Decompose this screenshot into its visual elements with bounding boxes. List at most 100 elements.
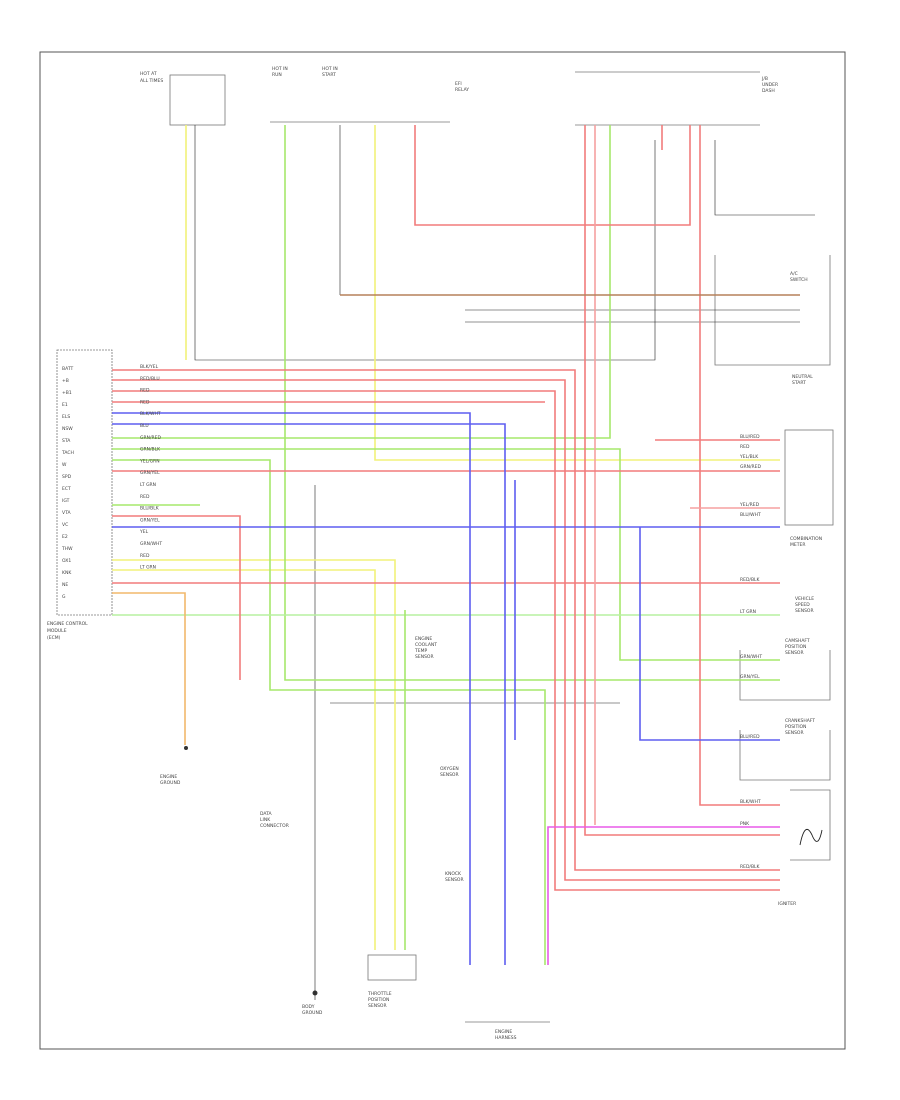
ecm-pin-label: KNK bbox=[62, 570, 72, 576]
fuse-tm-label-2: RUN bbox=[272, 72, 282, 78]
ecm-pin-label: VC bbox=[62, 522, 68, 528]
nss-label-2: START bbox=[792, 380, 806, 386]
crank-label-3: SENSOR bbox=[785, 730, 804, 736]
dlc-label-3: CONNECTOR bbox=[260, 823, 289, 829]
right-wire-label: RED/BLK bbox=[740, 577, 761, 583]
dlc-label-1: DATA bbox=[260, 811, 273, 817]
right-wire-label: PNK bbox=[740, 821, 750, 827]
wire-red-7 bbox=[414, 125, 691, 226]
right-wire-label: BLU/RED bbox=[740, 734, 760, 740]
ecm-wire-label: YEL/GRN bbox=[139, 458, 160, 464]
ecm-wire-label: LT GRN bbox=[140, 565, 156, 571]
data-link-connector: DATA LINK CONNECTOR bbox=[260, 811, 289, 829]
igniter: IGNITER bbox=[778, 789, 831, 907]
dlc-label-2: LINK bbox=[260, 817, 271, 823]
ecm-pin-label: W bbox=[62, 462, 67, 468]
vss-label-2: SPEED bbox=[795, 602, 810, 608]
ecm-wire-label: BLK/WHT bbox=[140, 411, 161, 417]
wire-red-6 bbox=[112, 515, 241, 680]
ecm-wire-labels: BLK/YELRED/BLUREDREDBLK/WHTBLUGRN/REDGRN… bbox=[139, 364, 162, 571]
ecm-pin-label: ECT bbox=[62, 486, 71, 492]
tps-label-2: POSITION bbox=[368, 997, 389, 1003]
diagram-frame bbox=[39, 51, 846, 1050]
ecm-wire-label: RED bbox=[140, 399, 150, 405]
camshaft-sensor: CAMSHAFT POSITION SENSOR bbox=[739, 638, 831, 701]
wire-group bbox=[112, 125, 815, 1000]
engine-label-2: HARNESS bbox=[495, 1035, 517, 1041]
oxygen-sensor: OXYGEN SENSOR bbox=[440, 766, 459, 778]
wire-blue-4 bbox=[639, 527, 780, 741]
ecm-wire-label: BLU/BLK bbox=[140, 506, 160, 512]
wire-red-2 bbox=[112, 379, 780, 881]
right-wire-label: GRN/RED bbox=[740, 464, 761, 470]
ecm-wire-label: GRN/BLK bbox=[140, 447, 161, 453]
neutral-start-switch: NEUTRAL START bbox=[792, 374, 813, 386]
right-wire-label: YEL/RED bbox=[739, 502, 760, 508]
right-wire-label: GRN/YEL bbox=[740, 674, 760, 680]
ect-label-1: ENGINE bbox=[415, 636, 432, 642]
meter-label-1: COMBINATION bbox=[790, 536, 822, 542]
wire-blue-1 bbox=[112, 412, 471, 965]
fuse-top-left: HOT AT ALL TIMES bbox=[140, 71, 226, 126]
tps-label-1: THROTTLE bbox=[367, 991, 392, 997]
wire-green-2 bbox=[112, 125, 611, 439]
vss-label-1: VEHICLE bbox=[795, 596, 814, 602]
engine-label-1: ENGINE bbox=[495, 1029, 512, 1035]
ecm-pin-label: OX1 bbox=[62, 558, 71, 564]
ecm-wire-label: GRN/WHT bbox=[140, 541, 162, 547]
ecm-wire-label: GRN/YEL bbox=[140, 470, 160, 476]
crank-label-1: CRANKSHAFT bbox=[785, 718, 815, 724]
ac-switch-label-2: SWITCH bbox=[790, 277, 808, 283]
wire-red-1 bbox=[112, 369, 780, 871]
ecm-wire-label: RED bbox=[140, 494, 150, 500]
ecm-label-2: MODULE bbox=[47, 628, 67, 634]
wire-yellow-3 bbox=[112, 569, 376, 950]
igniter-label: IGNITER bbox=[778, 901, 796, 907]
combination-meter: COMBINATION METER bbox=[784, 429, 834, 548]
jb-label-2: UNDER bbox=[762, 82, 778, 88]
ect-label-3: TEMP bbox=[414, 648, 427, 654]
wire-magenta-1 bbox=[547, 826, 780, 965]
wire-green-3 bbox=[112, 448, 780, 661]
wire-black-top bbox=[194, 125, 656, 361]
ecm-label-1: ENGINE CONTROL bbox=[47, 621, 88, 627]
o2-label-1: OXYGEN bbox=[440, 766, 459, 772]
ecm-pin-label: G bbox=[62, 594, 66, 600]
ecm-pin-label: +B1 bbox=[62, 390, 72, 396]
tps-label-3: SENSOR bbox=[368, 1003, 387, 1009]
crankshaft-sensor: CRANKSHAFT POSITION SENSOR bbox=[739, 718, 831, 781]
wire-blue-2 bbox=[112, 423, 506, 965]
nss-label-1: NEUTRAL bbox=[792, 374, 813, 380]
ecm-pin-label: SPD bbox=[62, 474, 72, 480]
ac-switch-label-1: A/C bbox=[790, 271, 798, 277]
fuse-tm-label-3: HOT IN bbox=[322, 66, 338, 72]
right-wire-label: LT GRN bbox=[740, 609, 756, 615]
junction-block-top-right: J/B UNDER DASH bbox=[575, 71, 778, 126]
ecm-pin-label: THW bbox=[61, 546, 73, 552]
ground-left-label-2: GROUND bbox=[160, 780, 181, 786]
knock-sensor: KNOCK SENSOR bbox=[445, 871, 464, 883]
ground-mid-label-2: GROUND bbox=[302, 1010, 323, 1016]
right-wire-label: BLK/WHT bbox=[740, 799, 761, 805]
right-wire-label: BLU/WHT bbox=[740, 512, 761, 518]
wire-red-8 bbox=[584, 125, 780, 836]
wire-green-1 bbox=[284, 125, 780, 681]
right-wire-label: RED/BLK bbox=[740, 864, 761, 870]
ecm-pin-label: STA bbox=[62, 438, 71, 444]
ecm-pin-label: VTA bbox=[62, 510, 71, 516]
ecm-pin-label: BATT bbox=[62, 366, 73, 372]
vss-label-3: SENSOR bbox=[795, 608, 814, 614]
right-wire-labels: BLU/REDREDYEL/BLKGRN/REDYEL/REDBLU/WHTRE… bbox=[739, 434, 762, 870]
ground-left: ENGINE GROUND bbox=[160, 746, 188, 786]
wire-green-4 bbox=[112, 459, 546, 965]
ecm-wire-label: RED bbox=[140, 553, 150, 559]
cam-label-3: SENSOR bbox=[785, 650, 804, 656]
ecm-wire-label: RED/BLU bbox=[140, 376, 160, 382]
o2-label-2: SENSOR bbox=[440, 772, 459, 778]
right-wire-label: BLU/RED bbox=[740, 434, 760, 440]
ecm-wire-label: RED bbox=[140, 388, 150, 394]
ground-mid-label-1: BODY bbox=[302, 1004, 315, 1010]
ecm-wire-label: GRN/RED bbox=[140, 435, 161, 441]
fuse-tl-label-2: ALL TIMES bbox=[140, 78, 163, 84]
